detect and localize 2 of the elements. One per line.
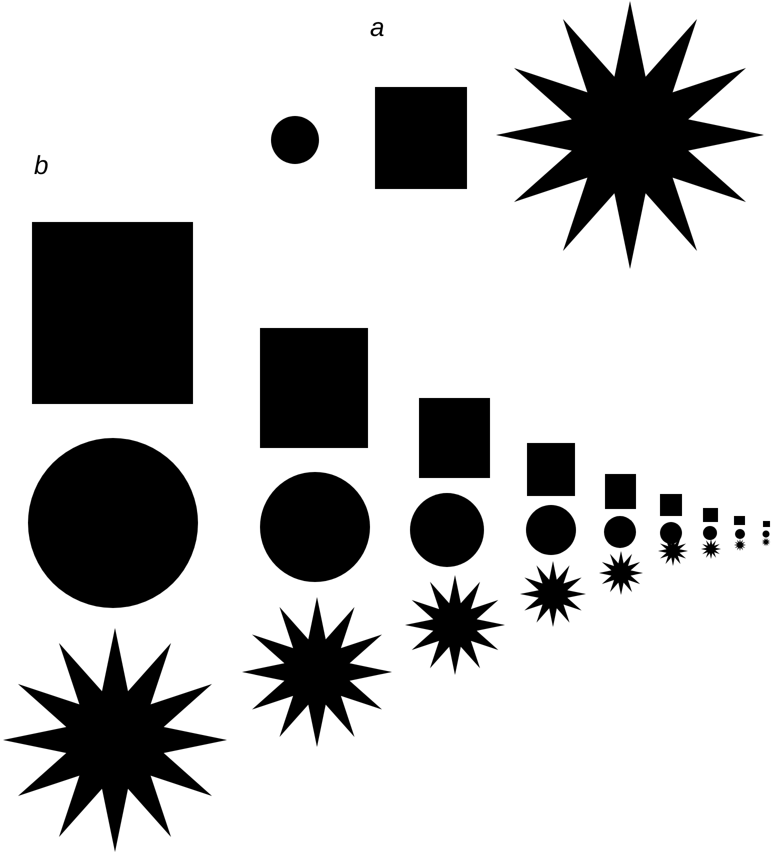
panel-letter: a (370, 14, 384, 40)
panel-letter: b (34, 152, 48, 178)
